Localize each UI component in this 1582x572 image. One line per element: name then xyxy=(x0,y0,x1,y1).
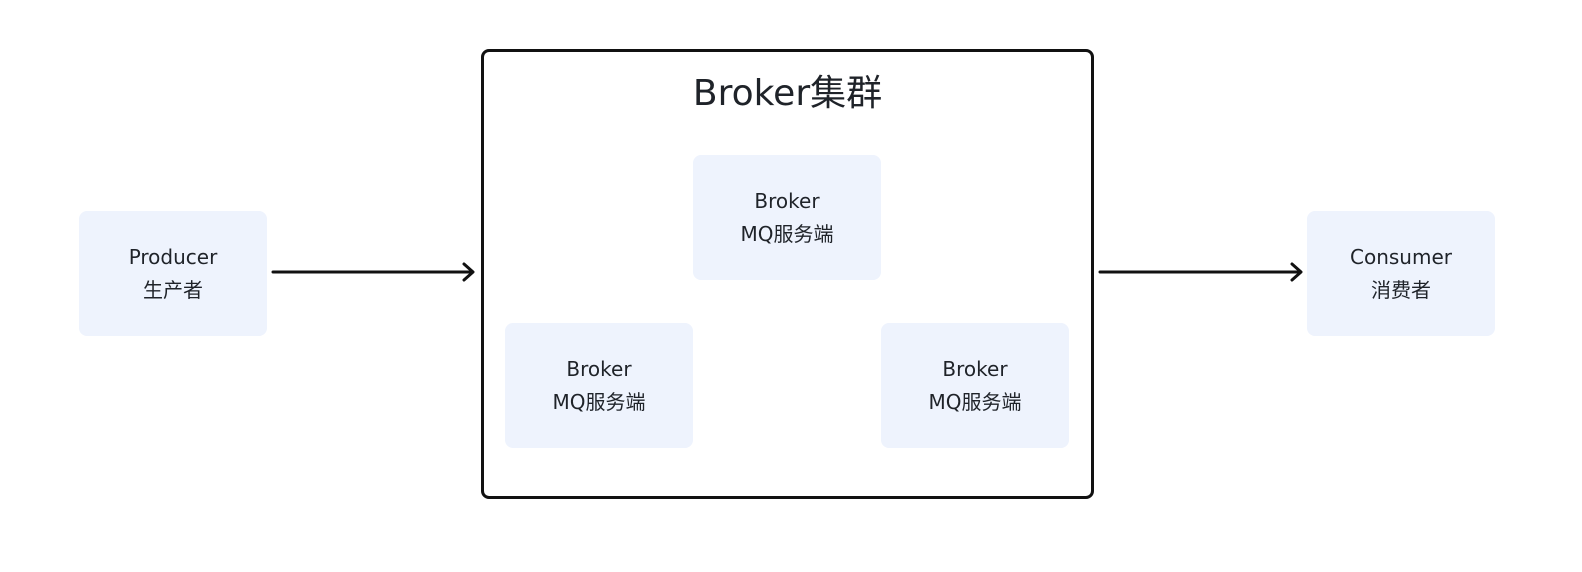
broker-label: Broker xyxy=(566,356,632,381)
cluster-title: Broker集群 xyxy=(692,73,883,114)
arrow-producer-to-cluster xyxy=(271,262,475,282)
broker-node-bottom-right: Broker MQ服务端 xyxy=(881,323,1069,448)
broker-sublabel: MQ服务端 xyxy=(740,221,834,246)
broker-label: Broker xyxy=(942,356,1008,381)
broker-node-top: Broker MQ服务端 xyxy=(693,155,881,280)
broker-cluster: Broker集群 xyxy=(481,49,1094,499)
producer-node: Producer 生产者 xyxy=(79,211,267,336)
consumer-label: Consumer xyxy=(1350,244,1452,269)
consumer-sublabel: 消费者 xyxy=(1371,277,1431,302)
consumer-node: Consumer 消费者 xyxy=(1307,211,1495,336)
arrow-cluster-to-consumer xyxy=(1098,262,1303,282)
broker-sublabel: MQ服务端 xyxy=(552,389,646,414)
producer-sublabel: 生产者 xyxy=(143,277,203,302)
broker-sublabel: MQ服务端 xyxy=(928,389,1022,414)
broker-node-bottom-left: Broker MQ服务端 xyxy=(505,323,693,448)
producer-label: Producer xyxy=(128,244,218,269)
broker-label: Broker xyxy=(754,188,820,213)
